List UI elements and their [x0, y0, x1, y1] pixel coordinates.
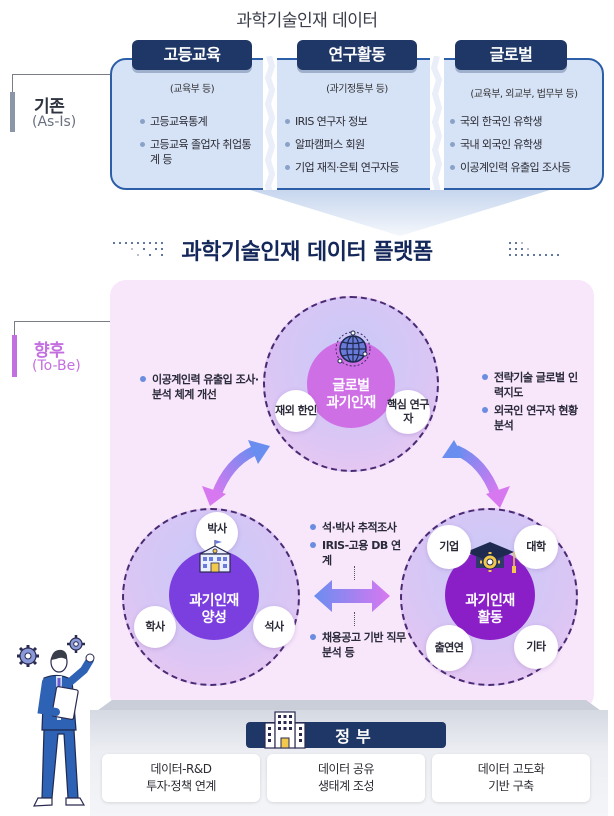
column-source: (교육부, 외교부, 법무부 등): [470, 89, 578, 100]
list-item: 국내 외국인 유학생: [450, 137, 602, 152]
platform-title: 과학기술인재 데이터 플랫폼: [181, 240, 433, 265]
bubble-master: 석사: [253, 606, 295, 648]
column-item-list: 국외 한국인 유학생 국내 외국인 유학생 이공계인력 유출입 조사등: [450, 114, 602, 183]
list-item: 기업 재직·은퇴 연구자등: [285, 160, 433, 175]
core-title-line2: 양성: [201, 610, 227, 626]
note-right: 전략기술 글로벌 인력지도 외국인 연구자 현황 분석: [482, 370, 582, 436]
to-be-connector-line-vertical: [14, 321, 15, 335]
government-label: 정부: [335, 727, 377, 746]
as-is-sublabel: (As-Is): [32, 114, 77, 130]
gov-card-rnd-linkage: 데이터-R&D 투자·정책 연계: [102, 754, 260, 802]
gear-icon: [67, 635, 85, 653]
core-title-line2: 활동: [477, 610, 503, 626]
gov-card-data-sharing: 데이터 공유 생태계 조성: [267, 754, 425, 802]
gear-icon: [17, 645, 39, 667]
bubble-other: 기타: [514, 625, 558, 669]
decorative-dots-right: [509, 242, 559, 256]
list-item: IRIS 연구자 정보: [285, 114, 433, 129]
column-tag: 고등교육: [132, 40, 252, 70]
column-source: (과기정통부 등): [326, 84, 388, 95]
bidirectional-arrow-left: [202, 440, 270, 506]
column-item-list: IRIS 연구자 정보 알파캠퍼스 회원 기업 재직·은퇴 연구자등: [285, 114, 433, 183]
gov-card-data-advancement: 데이터 고도화 기반 구축: [432, 754, 590, 802]
graduation-cap-gear-icon: [466, 542, 516, 573]
bubble-bachelor: 학사: [134, 606, 176, 648]
to-be-sublabel: (To-Be): [32, 358, 81, 374]
bubble-key-researchers: 핵심 연구자: [386, 390, 430, 434]
dotted-connector-bottom: [354, 612, 355, 626]
government-building-icon: [264, 711, 306, 749]
bidirectional-arrow-horizontal: [314, 580, 390, 612]
as-is-column-global: 글로벌: [455, 40, 567, 70]
column-item-list: 고등교육통계 고등교육 졸업자 취업통계 등: [140, 114, 258, 175]
note-item: 석·박사 추적조사: [310, 520, 410, 535]
list-item: 국외 한국인 유학생: [450, 114, 602, 129]
card-line1: 데이터-R&D: [150, 762, 212, 776]
torn-divider: [263, 56, 277, 192]
card-line2: 생태계 조성: [317, 779, 375, 793]
to-be-connector-line: [14, 321, 110, 322]
as-is-panel: [110, 58, 604, 190]
column-source: (교육부 등): [169, 84, 215, 95]
funnel-arrow: [250, 190, 550, 236]
core-title-line1: 과기인재: [465, 593, 515, 609]
note-item: 이공계인력 유출입 조사·분석 체계 개선: [140, 372, 260, 402]
note-item: 채용공고 기반 직무분석 등: [310, 630, 406, 660]
as-is-accent-bar: [10, 92, 15, 132]
bubble-research-institute: 출연연: [426, 625, 472, 671]
card-line1: 데이터 고도화: [477, 762, 545, 776]
decorative-dots-left: [113, 242, 163, 256]
bubble-university: 대학: [514, 525, 558, 569]
globe-icon: [335, 330, 371, 367]
card-line2: 투자·정책 연계: [146, 779, 216, 793]
as-is-label: 기존: [34, 97, 65, 117]
as-is-column-higher-education: 고등교육 (교육부 등): [132, 40, 252, 95]
as-is-column-research: 연구활동 (과기정통부 등): [297, 40, 417, 95]
core-title-line2: 과기인재: [326, 395, 376, 411]
school-building-icon: [199, 540, 231, 573]
note-center-bottom: 채용공고 기반 직무분석 등: [310, 630, 406, 663]
card-line2: 기반 구축: [488, 779, 534, 793]
note-item: IRIS-고용 DB 연계: [310, 538, 410, 568]
as-is-connector-line: [12, 74, 112, 75]
note-item: 전략기술 글로벌 인력지도: [482, 370, 582, 400]
as-is-connector-line-vertical: [12, 74, 13, 92]
list-item: 고등교육통계: [140, 114, 258, 129]
list-item: 고등교육 졸업자 취업통계 등: [140, 137, 258, 167]
card-line1: 데이터 공유: [317, 762, 375, 776]
torn-divider: [430, 56, 444, 192]
note-center-top: 석·박사 추적조사 IRIS-고용 DB 연계: [310, 520, 410, 571]
column-tag: 연구활동: [297, 40, 417, 70]
dotted-connector-top: [354, 566, 355, 580]
column-tag: 글로벌: [455, 40, 567, 70]
note-item: 외국인 연구자 현황 분석: [482, 403, 582, 433]
list-item: 이공계인력 유출입 조사등: [450, 160, 602, 175]
note-left: 이공계인력 유출입 조사·분석 체계 개선: [140, 372, 260, 405]
core-title-line1: 과기인재: [189, 593, 239, 609]
core-title-line1: 글로벌: [332, 378, 370, 394]
bubble-company: 기업: [427, 525, 471, 569]
list-item: 알파캠퍼스 회원: [285, 137, 433, 152]
to-be-accent-bar: [12, 335, 17, 377]
bubble-overseas-koreans: 재외 한인: [275, 390, 317, 432]
businessman-illustration: [17, 635, 95, 807]
data-section-title: 과학기술인재 데이터: [236, 11, 378, 31]
to-be-label: 향후: [34, 341, 65, 361]
bidirectional-arrow-right: [442, 440, 510, 508]
